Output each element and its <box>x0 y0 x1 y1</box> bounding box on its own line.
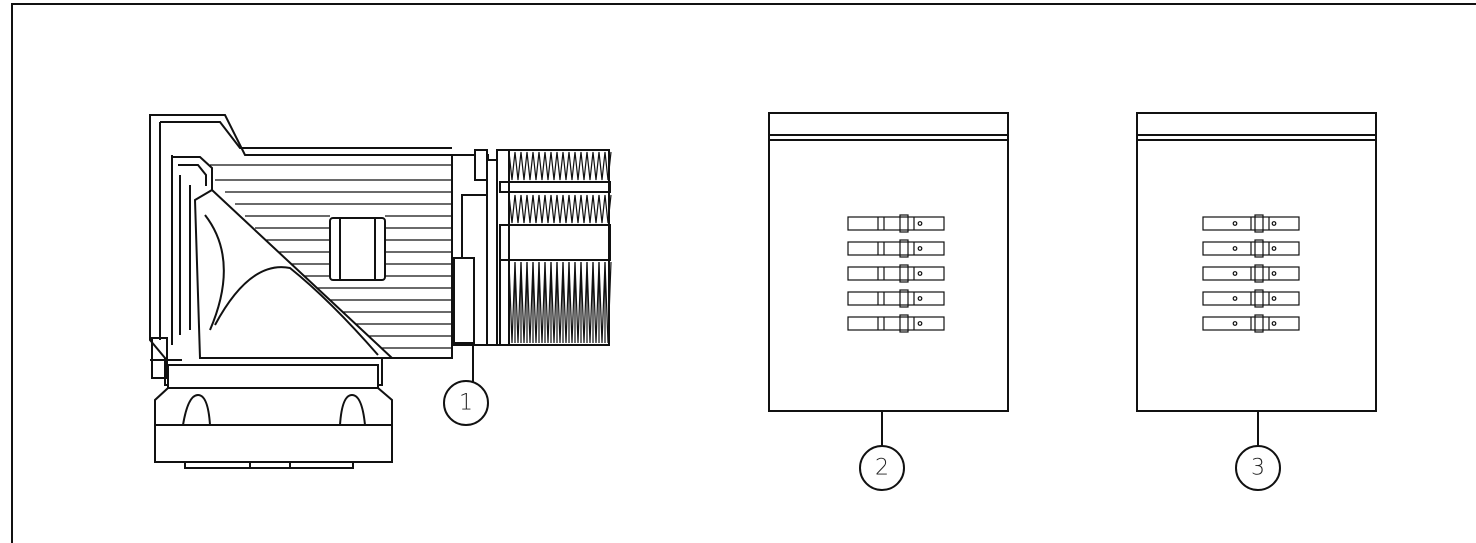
pin-contact <box>847 314 945 333</box>
pin-contact <box>847 264 945 283</box>
panel-view-2: 2 <box>768 112 1009 491</box>
pin-contact <box>847 214 945 233</box>
pin-contact <box>1202 314 1300 333</box>
callout-3-label: 3 <box>1251 456 1265 481</box>
pin-contact <box>847 239 945 258</box>
thread-teeth <box>508 151 612 344</box>
panel-view-3: 3 <box>1136 112 1377 491</box>
ribbed-body <box>210 164 452 349</box>
pin-contact <box>1202 289 1300 308</box>
pin-array-2 <box>847 214 945 333</box>
pin-contact <box>1202 214 1300 233</box>
pin-array-3 <box>1202 214 1300 333</box>
pin-contact <box>847 289 945 308</box>
callout-1-label: 1 <box>459 391 473 416</box>
drawing-frame <box>11 3 1476 543</box>
pin-contact <box>1202 239 1300 258</box>
callout-1: 1 <box>443 343 489 426</box>
callout-2-label: 2 <box>875 456 889 481</box>
connector-side-view <box>149 114 612 469</box>
pin-contact <box>1202 264 1300 283</box>
